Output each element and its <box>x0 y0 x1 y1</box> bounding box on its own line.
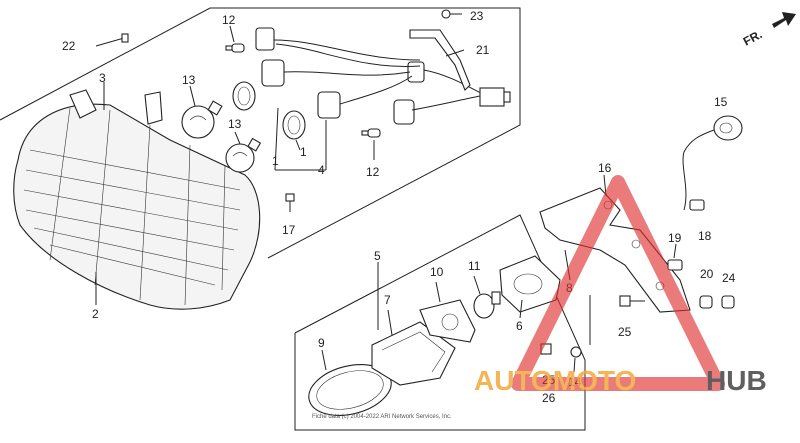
ring-1-lower <box>282 110 306 140</box>
callout-4: 4 <box>318 163 325 177</box>
socket-harness <box>255 27 511 125</box>
tail-light-lens <box>13 89 261 310</box>
watermark-triangle-icon <box>511 175 725 391</box>
bulb-13-lower <box>225 137 262 173</box>
callout-5: 5 <box>374 249 381 263</box>
callout-10: 10 <box>430 265 444 279</box>
ring-1-upper <box>232 81 256 111</box>
callout-11: 11 <box>468 259 481 273</box>
nut-18 <box>689 199 705 211</box>
bolt-25-right <box>619 295 645 307</box>
callout-25a: 25 <box>618 325 632 339</box>
callout-16: 16 <box>598 161 612 175</box>
callout-20: 20 <box>700 267 714 281</box>
callout-2: 2 <box>92 307 99 321</box>
callout-13b: 13 <box>228 117 242 131</box>
copyright-notice: Fiche data (c) 2004-2022 ARI Network Ser… <box>312 414 452 420</box>
callout-23: 23 <box>470 9 484 23</box>
callout-17: 17 <box>282 223 296 237</box>
nut-24 <box>721 295 735 309</box>
callout-1b: 1 <box>300 145 307 159</box>
screw-22 <box>95 33 129 47</box>
watermark-text-2: HUB <box>706 365 767 396</box>
nut-19 <box>667 259 683 271</box>
callout-15: 15 <box>714 95 728 109</box>
front-direction-label: FR. <box>741 27 765 48</box>
callout-21: 21 <box>476 43 490 57</box>
watermark-text-1: AUTOMOTO <box>474 365 636 396</box>
leader-lines <box>95 25 677 373</box>
callout-13a: 13 <box>182 73 196 87</box>
gasket-10 <box>419 299 476 343</box>
grommet-15 <box>682 115 743 211</box>
callout-24: 24 <box>722 271 736 285</box>
callout-7: 7 <box>384 293 391 307</box>
bulb-12-upper <box>225 43 245 53</box>
callout-numbers: 1 1 2 3 4 5 6 7 8 9 10 11 12 12 13 13 14… <box>62 9 736 405</box>
bulb-12-lower <box>361 128 381 138</box>
watermark: AUTOMOTO HUB <box>474 175 767 396</box>
callout-26: 26 <box>542 391 556 405</box>
arrow-icon <box>772 12 796 28</box>
callout-12a: 12 <box>222 13 236 27</box>
collar-20 <box>699 295 713 309</box>
callout-3: 3 <box>99 71 106 85</box>
callout-1a: 1 <box>272 154 279 168</box>
front-direction-indicator: FR. <box>741 12 796 49</box>
lower-group-box <box>294 214 586 431</box>
screw-17 <box>285 193 295 212</box>
callout-18: 18 <box>698 229 712 243</box>
bulb-13-upper <box>181 100 223 139</box>
bulb-11 <box>473 291 501 319</box>
washer-14 <box>570 346 582 358</box>
callout-9: 9 <box>318 336 325 350</box>
reflector-7 <box>371 321 456 386</box>
screw-23 <box>441 9 462 19</box>
upper-group-box <box>0 7 521 259</box>
callout-19: 19 <box>668 231 682 245</box>
callout-12b: 12 <box>366 165 380 179</box>
callout-22: 22 <box>62 39 76 53</box>
callout-6: 6 <box>516 319 523 333</box>
